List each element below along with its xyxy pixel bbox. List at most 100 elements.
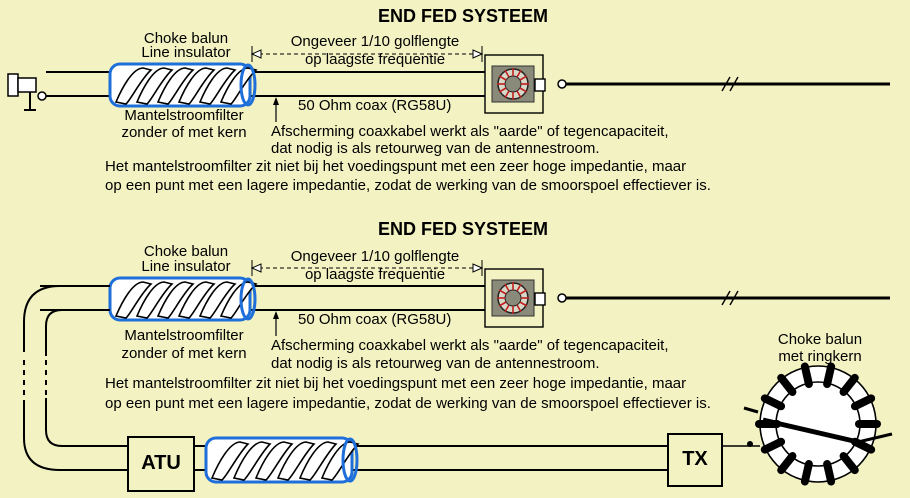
coil-choke (108, 62, 258, 108)
ring-lead (743, 406, 759, 414)
ring-core-choke (743, 362, 893, 486)
coil-end (341, 437, 359, 483)
choke-label: Choke balun (143, 243, 229, 260)
feedpoint-box (484, 54, 546, 114)
wire-break (729, 290, 739, 306)
coil-winding (320, 441, 360, 481)
coax-loop-outer (23, 285, 130, 471)
pointer-arrowhead (273, 311, 279, 319)
coil-winding (135, 67, 174, 105)
filter-label: Mantelstroomfilter (124, 327, 244, 344)
shield-note-line-1: Afscherming coaxkabel werkt als "aarde" … (271, 123, 669, 140)
core-winding (504, 90, 510, 99)
core-winding (519, 289, 528, 295)
length-label: Ongeveer 1/10 golflengte (290, 248, 460, 265)
coil-winding (198, 67, 237, 105)
coil-winding (219, 67, 258, 105)
line-insulator-label: Line insulator (141, 44, 231, 61)
coil-winding (177, 281, 216, 319)
ring-terminal (747, 441, 753, 447)
coax-connector-plug (7, 73, 47, 111)
ring-core-hole (504, 289, 522, 307)
filter-note-line-2: op een punt met een lagere impedantie, z… (105, 395, 711, 412)
tx-label: TX (682, 448, 708, 470)
coil-winding (276, 441, 316, 481)
plug-sleeve (17, 77, 37, 93)
filter-note-line-1: Het mantelstroomfilter zit niet bij het … (105, 375, 687, 392)
core-winding (516, 304, 522, 313)
antenna-terminal (534, 78, 546, 92)
arrow-left (250, 263, 262, 273)
arrow-left (250, 49, 262, 59)
tx-box (667, 433, 723, 487)
plug-nut (37, 91, 47, 101)
shield-note-line-1: Afscherming coaxkabel werkt als "aarde" … (271, 337, 669, 354)
filter-label: Mantelstroomfilter (124, 107, 244, 124)
panel-top (7, 46, 890, 122)
coil-choke (108, 276, 258, 322)
coil-winding (156, 281, 195, 319)
ring-winding (839, 452, 859, 475)
core-winding (519, 87, 528, 93)
coil-winding (177, 67, 216, 105)
ring-choke-label: Choke balun (777, 331, 863, 348)
filter-note-line-1: Het mantelstroomfilter zit niet bij het … (105, 158, 687, 175)
core-winding (519, 301, 528, 307)
panel-bottom (40, 260, 890, 336)
coax-label: 50 Ohm coax (RG58U) (298, 311, 452, 328)
length-sublabel: op laagste frequentie (304, 51, 446, 68)
shield-note-line-2: dat nodig is als retourweg van de antenn… (271, 355, 600, 372)
filter-sublabel: zonder of met kern (121, 345, 247, 362)
ring-winding (823, 362, 836, 389)
coil-winding (156, 67, 195, 105)
arrow-right (472, 49, 484, 59)
core-winding (516, 69, 522, 78)
length-sublabel: op laagste frequentie (304, 266, 446, 283)
filter-sublabel: zonder of met kern (121, 124, 247, 141)
wire-break (721, 76, 731, 92)
length-dimension (250, 260, 484, 276)
ring-winding (823, 459, 836, 486)
ring-winding (777, 452, 797, 475)
ring-winding (850, 394, 876, 411)
ring-winding (855, 420, 881, 428)
ring-winding (777, 373, 797, 396)
coil-winding (219, 281, 258, 319)
core-winding (498, 75, 507, 81)
core-winding (504, 304, 510, 313)
core-winding (504, 69, 510, 78)
atu-label: ATU (141, 452, 181, 474)
coil-winding (254, 441, 294, 481)
core-winding (498, 289, 507, 295)
coil-winding (232, 441, 272, 481)
ring-winding (800, 459, 813, 486)
pointer-arrowhead (273, 97, 279, 105)
core-winding (519, 75, 528, 81)
coil-winding (135, 281, 174, 319)
ring-winding (800, 362, 813, 389)
coax-label: 50 Ohm coax (RG58U) (298, 97, 452, 114)
coil-end (239, 277, 257, 321)
coil-end (239, 63, 257, 107)
coil-winding (114, 67, 153, 105)
ring-winding (839, 373, 859, 396)
loop-break (17, 356, 53, 398)
core-winding (516, 90, 522, 99)
ring-choke-sublabel: met ringkern (778, 348, 862, 365)
choke-label: Choke balun (143, 30, 229, 47)
ring-core-hole (504, 75, 522, 93)
ring-lead (857, 432, 893, 444)
wire-break (721, 290, 731, 306)
core-winding (504, 283, 510, 292)
length-label: Ongeveer 1/10 golflengte (290, 33, 460, 50)
atu-box (127, 436, 195, 492)
panel-title: END FED SYSTEEM (378, 6, 549, 26)
plug-body (7, 73, 19, 97)
coil-winding (198, 281, 237, 319)
core-winding (516, 283, 522, 292)
antenna-terminal (534, 292, 546, 306)
panel-title: END FED SYSTEEM (378, 219, 549, 239)
ring-winding (760, 394, 786, 411)
bottom-extras (17, 285, 893, 492)
